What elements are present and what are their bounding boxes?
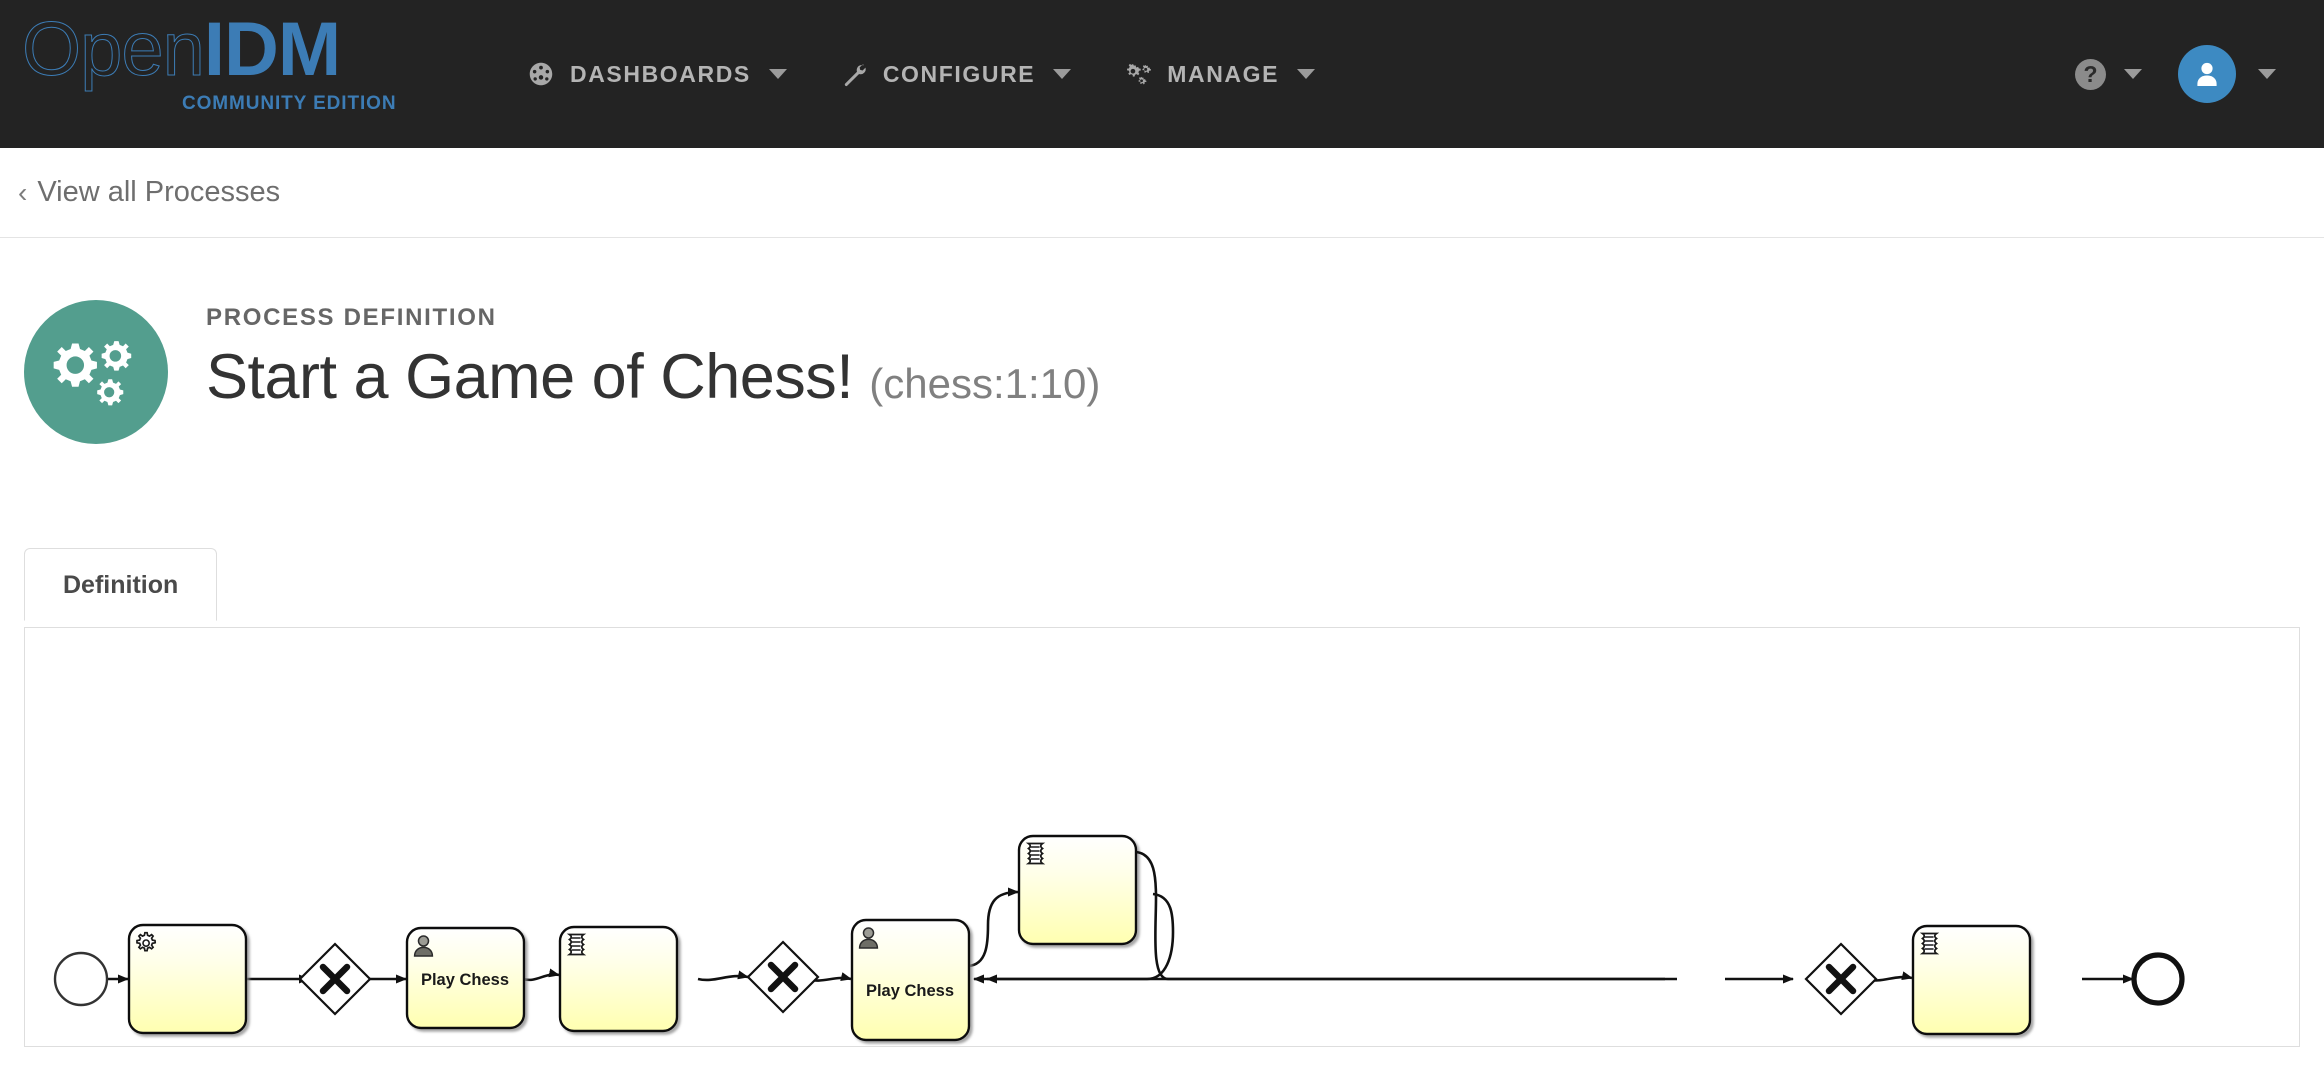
script-icon (1919, 932, 1940, 955)
bpmn-user-task-1 (405, 926, 526, 1030)
nav-item-dashboards[interactable]: DASHBOARDS (500, 0, 813, 148)
page-title: Start a Game of Chess! (206, 342, 854, 412)
logo-idm-text: IDM (203, 7, 341, 92)
bpmn-service-task-1 (127, 923, 248, 1035)
bpmn-end-event (2131, 952, 2185, 1006)
nav-item-manage[interactable]: MANAGE (1097, 0, 1341, 148)
nav-right-cluster: ? (2057, 0, 2294, 148)
bpmn-exclusive-gateway-2 (746, 940, 820, 1014)
task-label: Play Chess (866, 982, 954, 1000)
nav-label-manage: MANAGE (1167, 60, 1280, 87)
view-all-processes-link[interactable]: ‹ View all Processes (18, 176, 280, 209)
x-icon (319, 963, 351, 995)
user-menu[interactable] (2160, 0, 2294, 148)
logo-text: OpenIDM (22, 11, 342, 88)
x-icon (767, 961, 799, 993)
primary-menu: DASHBOARDS CONFIGURE (500, 0, 1341, 148)
bpmn-script-task-2 (1017, 834, 1138, 946)
page-title-row: Start a Game of Chess! (chess:1:10) (206, 346, 1100, 409)
bpmn-exclusive-gateway-3 (1804, 942, 1878, 1016)
bpmn-user-task-2 (850, 918, 971, 1042)
dashboard-gauge-icon (526, 59, 556, 89)
user-icon (413, 935, 434, 957)
gear-icon (136, 931, 157, 952)
chevron-down-icon (768, 69, 787, 79)
user-icon (858, 927, 879, 949)
brand-logo[interactable]: OpenIDM COMMUNITY EDITION (0, 0, 460, 148)
script-icon (1025, 842, 1046, 865)
top-navigation-bar: OpenIDM COMMUNITY EDITION DASHBOARDS CON… (0, 0, 2324, 148)
nav-label-configure: CONFIGURE (882, 60, 1036, 87)
breadcrumb-bar: ‹ View all Processes (0, 148, 2324, 238)
nav-item-configure[interactable]: CONFIGURE (813, 0, 1097, 148)
avatar (2178, 45, 2236, 103)
page-header: PROCESS DEFINITION Start a Game of Chess… (0, 300, 2324, 444)
bpmn-start-event (53, 951, 109, 1007)
bpmn-exclusive-gateway-1 (298, 942, 372, 1016)
x-icon (1825, 963, 1857, 995)
chevron-down-icon (1053, 69, 1072, 79)
chevron-down-icon (1297, 69, 1316, 79)
chevron-left-icon: ‹ (18, 176, 28, 208)
logo-subtitle: COMMUNITY EDITION (182, 93, 397, 114)
bpmn-script-task-1 (558, 925, 679, 1033)
logo-open-text: Open (22, 7, 206, 92)
task-label: Play Chess (421, 971, 509, 989)
help-circle-icon: ? (2075, 58, 2106, 90)
tab-bar: Definition (24, 548, 218, 621)
page-header-text: PROCESS DEFINITION Start a Game of Chess… (206, 300, 1100, 409)
tab-definition[interactable]: Definition (24, 548, 218, 621)
chevron-down-icon (2124, 69, 2142, 79)
help-menu[interactable]: ? (2057, 0, 2160, 148)
back-link-label: View all Processes (37, 176, 281, 208)
nav-label-dashboards: DASHBOARDS (570, 60, 751, 87)
process-definition-icon (24, 300, 168, 444)
bpmn-diagram[interactable]: Play Chess (25, 628, 2299, 1046)
bpmn-script-task-3 (1911, 924, 2032, 1036)
definition-panel: Play Chess (24, 627, 2300, 1047)
script-icon (566, 933, 587, 956)
page-eyebrow-label: PROCESS DEFINITION (206, 304, 497, 331)
chevron-down-icon (2258, 69, 2276, 79)
wrench-icon (839, 59, 869, 89)
cogs-icon (1123, 59, 1153, 89)
process-definition-key: (chess:1:10) (869, 360, 1101, 407)
